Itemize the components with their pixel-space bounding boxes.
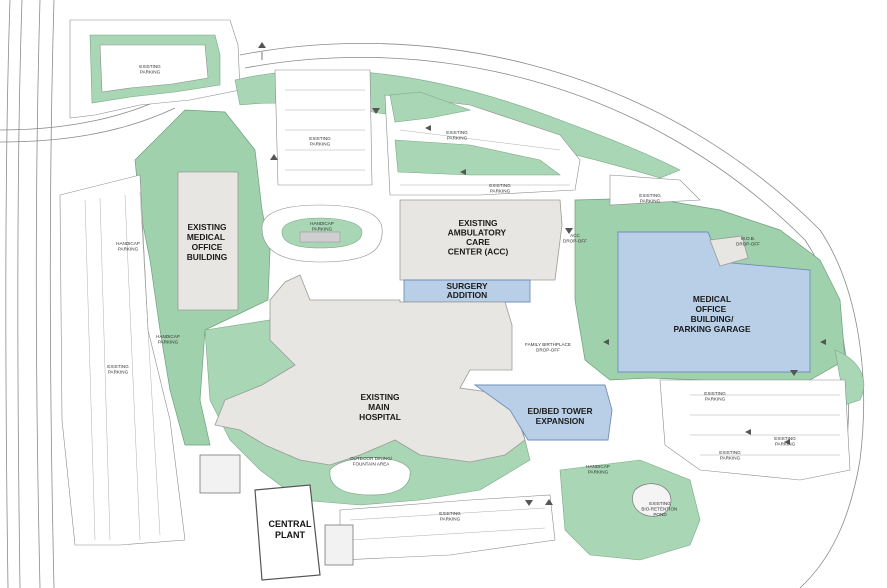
label-mob-dropoff: M.O.B.DROP-OFF (736, 236, 760, 247)
central-plant-equipment (199, 454, 354, 566)
mob-parking-garage (617, 231, 811, 373)
parking-lot-south (339, 494, 556, 561)
mob-dropoff-circle (709, 235, 749, 267)
ed-bed-tower-expansion (473, 384, 613, 441)
existing-acc (399, 199, 563, 281)
parking-lot-ne (384, 91, 581, 196)
label-outdoor-dining: OUTDOOR DINING/FOUNTAIN AREA (350, 456, 393, 467)
traffic-arrows (258, 42, 826, 506)
parking-lot-north (274, 69, 373, 186)
landscape-se-edge (834, 349, 865, 406)
bio-retention-pond (632, 483, 672, 517)
highway (0, 0, 176, 588)
landscape-south (559, 459, 701, 561)
parking-lot-se (659, 379, 851, 481)
parking-lot-north-east-bay (609, 174, 701, 206)
handicap-loop-north (261, 204, 383, 263)
central-plant (254, 484, 321, 581)
ring-road (239, 43, 864, 588)
existing-main-hospital (214, 274, 526, 466)
outdoor-dining-fountain (329, 457, 411, 496)
existing-mob-west (177, 171, 239, 311)
surgery-addition (403, 279, 531, 303)
parking-lot-west (59, 174, 186, 546)
parking-lot-nw (69, 19, 241, 119)
